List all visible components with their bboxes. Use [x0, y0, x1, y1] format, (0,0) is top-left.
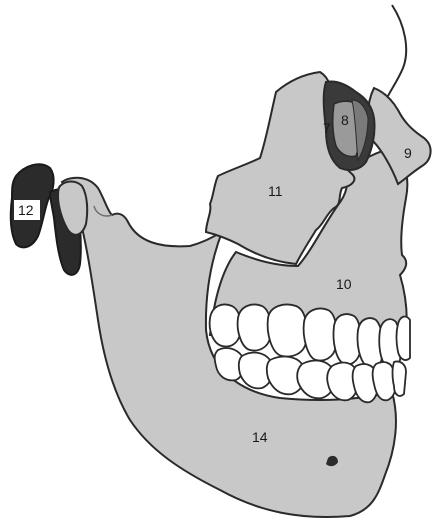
label-11: 11 [268, 183, 283, 199]
upper-tooth [210, 305, 241, 347]
upper-tooth [268, 305, 307, 357]
upper-tooth [304, 309, 337, 361]
label-7: 7 [323, 120, 331, 136]
label-10: 10 [336, 276, 352, 292]
label-8: 8 [341, 112, 349, 128]
label-12: 12 [18, 202, 34, 218]
label-9: 9 [404, 145, 412, 161]
nose-profile-line [388, 5, 406, 96]
lower-tooth [393, 361, 407, 395]
label-14: 14 [252, 429, 268, 445]
upper-tooth [238, 305, 271, 351]
upper-tooth [397, 317, 411, 360]
